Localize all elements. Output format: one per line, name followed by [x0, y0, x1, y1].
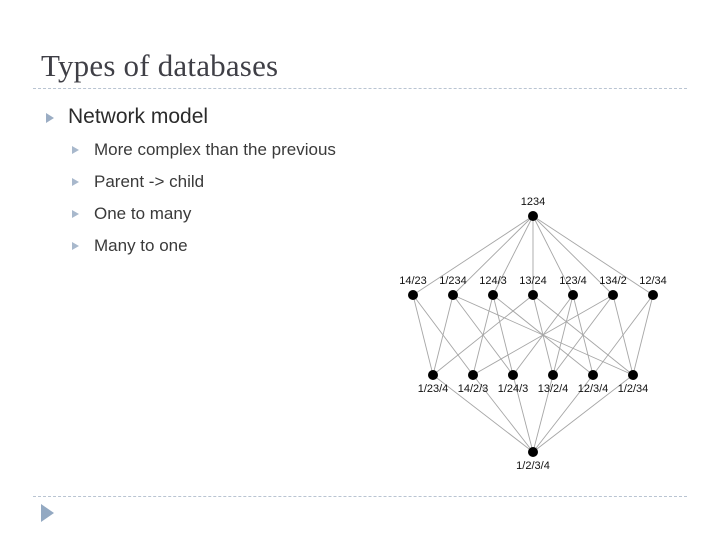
lattice-edge: [472, 374, 534, 453]
lattice-node-label: 14/23: [399, 275, 427, 287]
bullet-level2-label: One to many: [94, 204, 192, 223]
lattice-node-label: 124/3: [479, 275, 507, 287]
lattice-node: [648, 290, 658, 300]
triangle-right-bullet-icon: [72, 242, 79, 250]
lattice-edge: [552, 294, 574, 376]
lattice-edge: [452, 215, 534, 296]
lattice-edge: [492, 294, 514, 376]
lattice-edge: [532, 215, 654, 296]
lattice-edge: [532, 374, 634, 453]
lattice-edge: [432, 374, 534, 453]
lattice-edge: [532, 215, 574, 296]
triangle-right-advance-icon[interactable]: [41, 504, 54, 522]
lattice-edge: [532, 374, 594, 453]
lattice-edge: [432, 294, 534, 376]
lattice-node-label: 12/3/4: [578, 383, 609, 395]
lattice-node-label: 13/2/4: [538, 383, 569, 395]
lattice-node: [588, 370, 598, 380]
lattice-node: [528, 211, 538, 221]
footer-divider: [33, 496, 687, 497]
lattice-node: [428, 370, 438, 380]
lattice-node-label: 1/234: [439, 275, 467, 287]
lattice-node-label: 12/34: [639, 275, 667, 287]
lattice-node: [608, 290, 618, 300]
lattice-node: [528, 447, 538, 457]
lattice-node: [628, 370, 638, 380]
lattice-edge: [492, 215, 534, 296]
lattice-node: [568, 290, 578, 300]
lattice-edge: [412, 294, 434, 376]
bullet-level2-item: Many to one: [41, 230, 401, 262]
bullet-level1-network-model: Network model: [41, 102, 401, 132]
lattice-node-label: 1234: [521, 196, 545, 208]
lattice-node: [488, 290, 498, 300]
lattice-edge: [592, 294, 654, 376]
lattice-edge: [512, 374, 534, 453]
lattice-node: [408, 290, 418, 300]
lattice-node-label: 1/23/4: [418, 383, 449, 395]
triangle-right-bullet-icon: [72, 178, 79, 186]
lattice-edge: [472, 294, 614, 376]
triangle-right-bullet-icon: [46, 113, 54, 123]
bullet-level2-item: More complex than the previous: [41, 134, 401, 166]
lattice-node-label: 1/2/34: [618, 383, 649, 395]
bullet-level2-label: Parent -> child: [94, 172, 205, 191]
lattice-node-label: 14/2/3: [458, 383, 489, 395]
lattice-node: [528, 290, 538, 300]
triangle-right-bullet-icon: [72, 210, 79, 218]
lattice-node: [548, 370, 558, 380]
lattice-node-label: 1/24/3: [498, 383, 529, 395]
lattice-edge-layer: [412, 215, 654, 453]
bullet-level2-item: Parent -> child: [41, 166, 401, 198]
title-divider: [33, 88, 687, 89]
partition-lattice-diagram: 1234 14/23 1/234 124/3 13/24 123/4 134/2 12/34 1…: [390, 185, 685, 485]
lattice-edge: [412, 215, 534, 296]
lattice-node: [448, 290, 458, 300]
lattice-edge: [532, 374, 554, 453]
bullet-level2-item: One to many: [41, 198, 401, 230]
lattice-edge: [432, 294, 454, 376]
bullet-list: Network model More complex than the prev…: [41, 102, 401, 262]
lattice-node: [468, 370, 478, 380]
page-title: Types of databases: [41, 48, 279, 83]
lattice-edge: [632, 294, 654, 376]
lattice-label-layer: 1234 14/23 1/234 124/3 13/24 123/4 134/2 12/34 1…: [399, 196, 667, 472]
bullet-level2-label: Many to one: [94, 236, 188, 255]
bullet-level1-label: Network model: [68, 105, 209, 128]
lattice-node-label: 134/2: [599, 275, 627, 287]
triangle-right-bullet-icon: [72, 146, 79, 154]
lattice-node: [508, 370, 518, 380]
bullet-level2-label: More complex than the previous: [94, 140, 336, 159]
lattice-node-label: 1/2/3/4: [516, 460, 550, 472]
lattice-svg: 1234 14/23 1/234 124/3 13/24 123/4 134/2 12/34 1…: [399, 196, 667, 472]
lattice-edge: [532, 215, 614, 296]
lattice-node-label: 13/24: [519, 275, 547, 287]
lattice-node-layer: [408, 211, 658, 457]
lattice-edge: [552, 294, 614, 376]
lattice-node-label: 123/4: [559, 275, 587, 287]
